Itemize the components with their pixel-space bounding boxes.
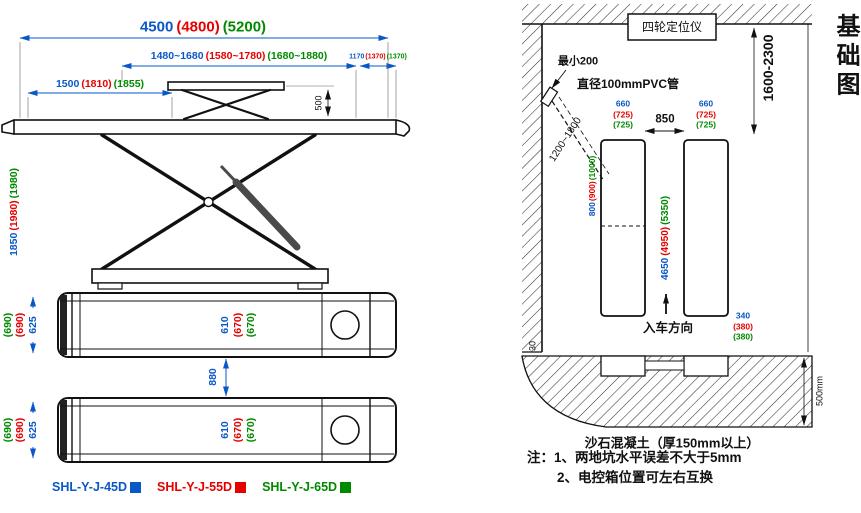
dim-platform-gap: 880 — [206, 368, 219, 386]
legend-item-65d: SHL-Y-J-65D — [262, 480, 352, 494]
base-foot-right — [297, 282, 323, 290]
legend-swatch-55d-icon — [235, 481, 247, 493]
wheel-aligner-box — [627, 13, 717, 41]
hydraulic-rod — [219, 164, 241, 187]
dim-platform-width-45d-b: 625 — [26, 421, 39, 439]
top-view-dimension-arrows — [30, 296, 229, 459]
right-pit-section — [683, 355, 729, 377]
min-clearance-label: 最小200 — [557, 55, 599, 68]
dim-pit-width-left: 660 (725) (725) — [613, 98, 633, 130]
platform-top-views — [30, 292, 397, 463]
dim-inner-width-45d-b: 610 — [218, 421, 231, 439]
legend-label-45d: SHL-Y-J-45D — [52, 480, 128, 494]
dim-slab-depth: 500mm — [814, 375, 825, 407]
dim-inner-width-55d-a: (670) — [231, 312, 244, 338]
dim-platform-width-65d-b: (690) — [1, 417, 14, 443]
left-wall-hatch — [522, 24, 542, 352]
dim-inner-width-45d-a: 610 — [218, 316, 231, 334]
left-pit-section — [600, 355, 646, 377]
dim-platform-width-55d-b: (690) — [13, 417, 26, 443]
scissor-pivot — [203, 196, 214, 208]
legend-swatch-65d-icon — [340, 481, 352, 493]
foundation-plan — [521, 4, 813, 428]
concrete-slab-section — [521, 355, 813, 428]
dim-pit-spacing: 850 — [655, 113, 675, 126]
note-line-2: 2、电控箱位置可左右互换 — [557, 470, 714, 485]
legend-item-45d: SHL-Y-J-45D — [52, 480, 142, 494]
dim-inner-width-65d-b: (670) — [244, 417, 257, 443]
scissor-lift-side-view — [1, 35, 411, 290]
dim-platform-width-65d-a: (690) — [1, 312, 14, 338]
dim-platform-width-45d-a: 625 — [26, 316, 39, 334]
base-foot-left — [97, 282, 123, 290]
dim-left-segment: 1500(1810)(1855) — [55, 77, 145, 90]
legend-label-65d: SHL-Y-J-65D — [262, 480, 338, 494]
dim-lift-height: 1850(1980)(1980) — [7, 167, 20, 257]
legend-swatch-45d-icon — [130, 481, 142, 493]
dim-inner-width-55d-b: (670) — [231, 417, 244, 443]
dim-pit-width-right: 660 (725) (725) — [696, 98, 716, 130]
model-legend: SHL-Y-J-45D SHL-Y-J-55D SHL-Y-J-65D — [52, 480, 352, 494]
wheel-aligner-label: 四轮定位仪 — [641, 20, 703, 34]
dim-inner-width-65d-a: (670) — [244, 312, 257, 338]
dim-pit-length: 4650(4950)(5350) — [660, 195, 671, 281]
pvc-pipe-end — [539, 86, 559, 108]
legend-label-55d: SHL-Y-J-55D — [157, 480, 233, 494]
dim-upper-height: 500 — [313, 95, 324, 111]
dim-rear-offset: 340 (380) (380) — [733, 310, 753, 342]
concrete-note: 沙石混凝土（厚150mm以上） — [584, 435, 760, 451]
left-pit — [600, 139, 646, 317]
platform-top-view-2 — [57, 397, 397, 463]
legend-item-55d: SHL-Y-J-55D — [157, 480, 247, 494]
platform-structure — [1, 81, 411, 137]
platform-top-view-1 — [57, 292, 397, 358]
blue-dimension-lines — [19, 35, 397, 96]
note-line-1: 注：1、两地坑水平误差不大于5mm — [527, 450, 742, 465]
base-frame — [91, 268, 329, 284]
drive-direction-label: 入车方向 — [642, 320, 694, 335]
dim-overall-length: 4500(4800)(5200) — [139, 18, 267, 36]
dim-platform-width-55d-a: (690) — [13, 312, 26, 338]
extension-lines — [19, 42, 397, 118]
dim-upper-platform-length: 1480~1680(1580~1780)(1680~1880) — [150, 49, 328, 62]
dim-wall-gap: 30 — [527, 340, 538, 352]
dim-pit-front-depth: 800(900)(1000) — [586, 155, 597, 217]
min200-leader — [551, 69, 567, 89]
dim-right-overhang: 1170(1370)(1370) — [349, 53, 407, 61]
dim-wall-distance: 1600-2300 — [760, 34, 776, 102]
upper-scissor-arms — [180, 88, 272, 121]
pit-connector-duct — [644, 360, 685, 371]
pvc-pipe-label: 直径100mmPVC管 — [576, 77, 680, 91]
foundation-title: 基础图 — [832, 13, 859, 101]
right-pit — [683, 139, 729, 317]
hydraulic-cylinder — [232, 178, 301, 251]
